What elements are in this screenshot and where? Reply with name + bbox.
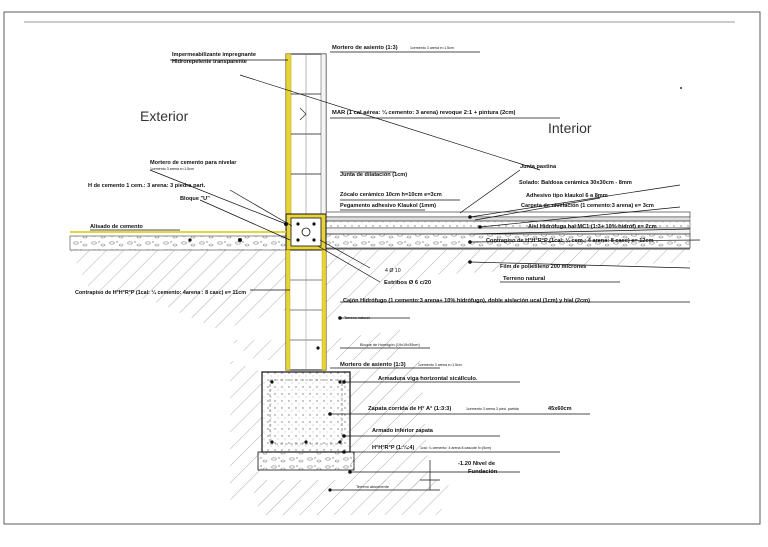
- label-mar: MAR (1 cal aérea: ¼ cemento: 3 arena) re…: [332, 109, 516, 116]
- strip-footing: [257, 371, 355, 471]
- label-h-cemento: H de cemento 1 cem.: 3 arena: 3 piedra p…: [88, 183, 206, 189]
- bond-beam-u-block: [285, 213, 327, 251]
- label-impermeabilizante: Impermeabilizante impregnante: [172, 52, 256, 58]
- label-mortero-bottom-small: 1cemento 3 arena e=1.5cm: [418, 363, 462, 367]
- label-carpeta: Carpeta de nivelación (1 cemento:3 arena…: [521, 203, 654, 209]
- label-pegamento: Pegamento adhesivo Klaukol (1mm): [340, 203, 436, 209]
- ground-hatch-right: [326, 250, 690, 330]
- label-armado-zapata: Armado inferior zapata: [372, 428, 434, 434]
- label-adhesivo: Adhesivo tipo klaukol 6 a 8mm: [526, 193, 608, 199]
- label-mortero-bottom: Mortero de asiento (1:3): [340, 362, 406, 368]
- label-hierros: 4 Ø 10: [385, 268, 401, 274]
- label-junta-pastina: Junta pastina: [520, 164, 557, 170]
- exterior-subfloor: [69, 235, 287, 251]
- label-nivel-value: -1.20 Nivel de: [458, 461, 496, 467]
- label-mortero-top: Mortero de asiento (1:3): [332, 45, 398, 51]
- ground-hatch-deep: [230, 330, 450, 515]
- label-cajon: Cajón Hidrófugo (1 cemento:3 arena+ 10% …: [343, 298, 590, 304]
- label-terreno-natural-main: Terreno natural: [503, 276, 545, 282]
- label-hhrp-small: 1cal: ¼ cemento: 4 arena 8 cascote h=(5c…: [420, 446, 491, 450]
- annotations: Impermeabilizante impregnante Hidrorepel…: [75, 45, 657, 489]
- label-terreno-natural-small: Terreno natural: [344, 316, 370, 320]
- label-contrapiso-int: Contrapiso de H°H°R°P (1cal: ¼ cem.: 4 a…: [486, 237, 654, 244]
- label-zapata-small: 1cemento 3 arena 3 pied. partida: [466, 407, 519, 411]
- label-nivel-fundacion: Fundación: [468, 469, 498, 475]
- label-bloque-hormigon: Bloque de Hormigón (19x19x39cm): [360, 343, 420, 347]
- label-zapata-dim: 45x60cm: [548, 406, 572, 412]
- leader-dots: [188, 215, 482, 492]
- stray-mark: [680, 87, 682, 89]
- label-estribos: Estribos Ø 6 c/20: [384, 280, 431, 286]
- label-film: Film de polietileno 200 micrones: [500, 264, 586, 270]
- label-mortero-nivelar-small: 1cemento 3 arena e=1.5cm: [150, 167, 194, 171]
- label-alisado: Alisado de cemento: [90, 224, 143, 230]
- label-mortero-top-small: 1cemento 3 arena e=1.5cm: [410, 46, 454, 50]
- label-hidrorepelente: Hidrorepelente transparente: [172, 59, 247, 65]
- label-junta-dilatacion: Junta de dilatación (1cm): [340, 172, 407, 178]
- label-terreno-absorbente: Terreno absorbente: [356, 485, 389, 489]
- label-zapata: Zapata corrida de H° A° (1:3:3): [368, 406, 451, 412]
- label-aisl-hidrofuga: Aisl Hidrófuga hal MC1 (1:3+ 10% hidróf)…: [528, 224, 657, 230]
- block-wall: [285, 53, 327, 215]
- label-zocalo: Zócalo cerámico 10cm h=10cm e=3cm: [340, 192, 442, 198]
- label-solado: Solado: Baldosa cerámica 30x30cm - 8mm: [519, 180, 632, 186]
- exterior-label: Exterior: [140, 108, 189, 124]
- leader-lines: [90, 51, 701, 491]
- label-mortero-nivelar: Mortero de cemento para nivelar: [150, 160, 237, 166]
- ground-hatch-left: [70, 250, 286, 330]
- label-armadura-viga: Armadura viga horizontal sicállculo.: [378, 376, 478, 382]
- label-contrapiso-ext: Contrapiso de H°H°R°P (1cal: ¼ cemento: …: [75, 289, 246, 296]
- interior-label: Interior: [548, 120, 592, 136]
- foundation-wall: [285, 249, 327, 371]
- label-bloque-u: Bloque "U": [180, 196, 210, 202]
- label-hhrp: H°H°R°P (1:¼:4): [372, 444, 414, 451]
